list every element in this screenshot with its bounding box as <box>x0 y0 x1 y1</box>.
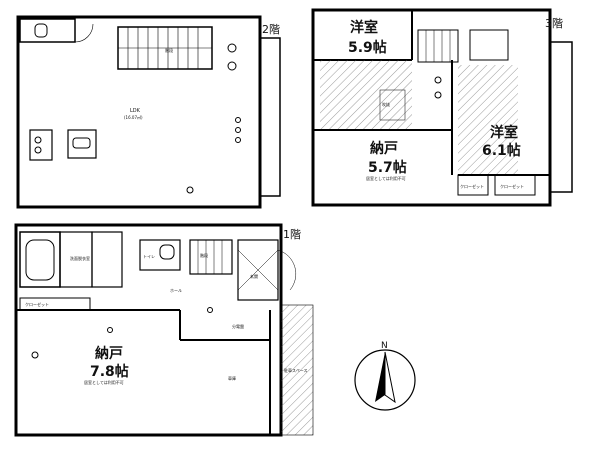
floor-3: 吹抜 クローゼット クローゼット 洋室 5.9帖 納戸 5.7帖 居室としては利… <box>311 8 573 207</box>
hall-label: ホール <box>170 288 182 293</box>
stairs-label-2f: 階段 <box>165 47 173 53</box>
closet-b-label: クローゼット <box>500 183 524 189</box>
compass-north: N <box>381 341 388 351</box>
storage-1f-name: 納戸 <box>95 345 123 362</box>
ldk-area: (16.07㎡) <box>124 114 143 120</box>
toilet-label: トイレ <box>143 254 155 259</box>
storage-3f-note: 居室としては利用不可 <box>366 175 406 181</box>
western-b-name: 洋室 <box>490 124 518 141</box>
closet-1f-label: クローゼット <box>25 301 49 307</box>
loft-label: 吹抜 <box>382 101 390 107</box>
storage-1f-note: 居室としては利用不可 <box>84 379 124 385</box>
stairs-label-1f: 階段 <box>200 252 208 258</box>
floor-2: 階段 LDK (16.07㎡) 2階 <box>16 15 281 209</box>
floor-1-label: 1階 <box>283 227 301 241</box>
western-a-size: 5.9帖 <box>348 39 387 56</box>
entrance-label: 玄関 <box>250 273 258 279</box>
closet-a-label: クローゼット <box>460 183 484 189</box>
floor-3-label: 3階 <box>545 16 563 30</box>
garage-label: 車庫 <box>228 375 236 381</box>
panel-label: 分電盤 <box>232 323 244 329</box>
parking-label: 駐車スペース <box>284 367 308 373</box>
floor-2-label: 2階 <box>262 22 280 36</box>
storage-3f-name: 納戸 <box>370 140 398 157</box>
washroom-label: 洗面脱衣室 <box>70 255 90 261</box>
western-a-name: 洋室 <box>350 19 378 36</box>
western-b-size: 6.1帖 <box>482 142 521 159</box>
ldk-label: LDK <box>130 108 141 114</box>
storage-1f-size: 7.8帖 <box>90 363 129 380</box>
compass: N <box>354 341 416 411</box>
storage-3f-size: 5.7帖 <box>368 159 407 176</box>
floor-1: 洗面脱衣室 トイレ 階段 玄関 ホール クローゼット 分電盤 納戸 7.8帖 居… <box>14 223 314 437</box>
